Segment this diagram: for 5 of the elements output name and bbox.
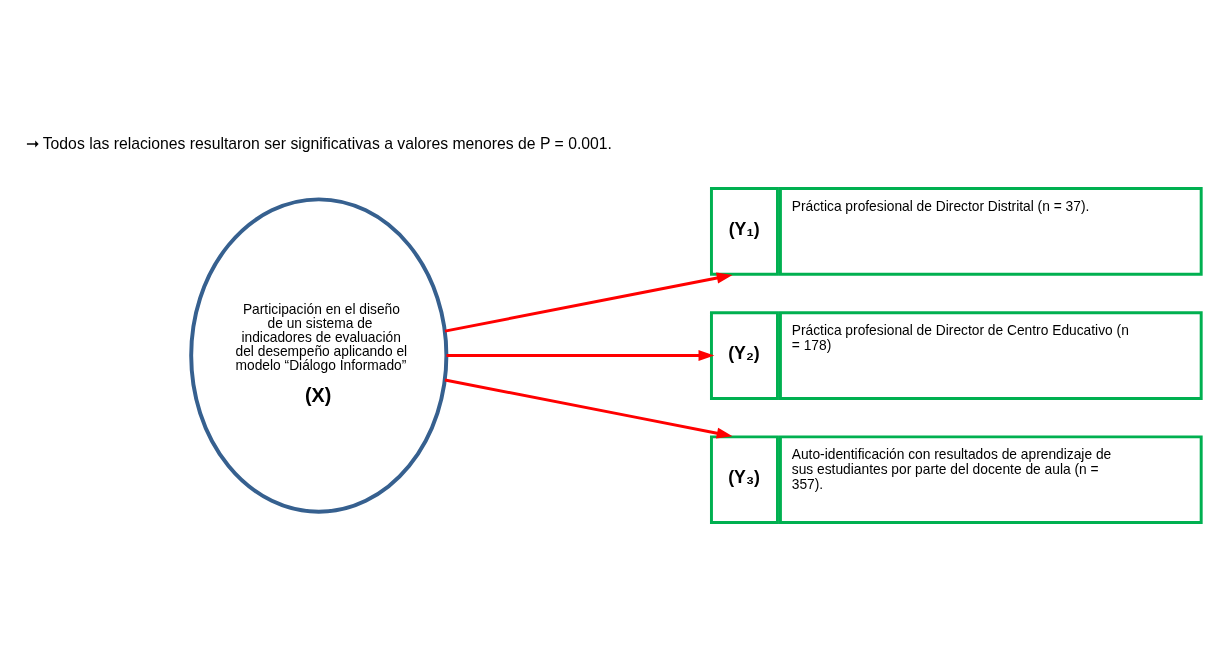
arrow [444,378,733,439]
arrow [446,349,715,361]
arrow [444,272,733,333]
label: ➞ Todos las relaciones resultaron ser significativas a valores menores de P = 0.001. [25,134,612,152]
node-ellipse: Participación en el diseño de un sistema de indicadores de evaluación del desempeño aplicando el modelo “Diálogo Informado” (X) [189,196,449,514]
